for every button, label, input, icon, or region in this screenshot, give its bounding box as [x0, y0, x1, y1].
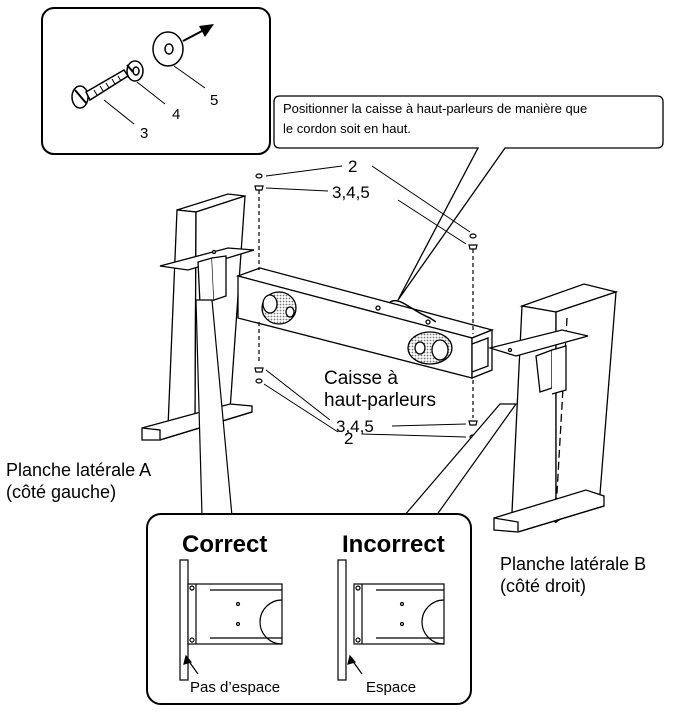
correct-detail-view: [179, 559, 283, 681]
hardware-label-top: 3,4,5: [332, 183, 370, 202]
screw-number: 3: [140, 125, 148, 142]
callout-text-line2: le cordon soit en haut.: [283, 121, 411, 136]
callout-box: [273, 95, 664, 301]
fastener-bottom-left: [254, 322, 264, 384]
side-a-label-line2: (côté gauche): [6, 482, 116, 502]
side-panel-b: [487, 283, 619, 533]
correct-caption: Pas d’espace: [190, 679, 280, 696]
incorrect-caption: Espace: [366, 679, 416, 696]
side-b-label-line1: Planche latérale B: [500, 554, 646, 574]
speaker-box-label-line1: Caisse à: [324, 368, 398, 389]
side-b-label-line2: (côté droit): [500, 576, 586, 596]
lock-washer-number: 4: [172, 106, 180, 123]
hole-label-top: 2: [348, 157, 357, 176]
fastener-top-left: [254, 173, 264, 270]
incorrect-detail-view: [337, 559, 445, 681]
side-a-label-line1: Planche latérale A: [6, 460, 151, 480]
speaker-box: [235, 267, 495, 379]
lock-washer-icon: [126, 60, 144, 82]
callout-text-line1: Positionner la caisse à haut-parleurs de…: [283, 101, 588, 116]
fastener-bottom-right: [468, 380, 478, 440]
fastener-top-right: [468, 233, 478, 334]
flat-washer-icon: [152, 31, 184, 67]
detail-box: Correct Incorrect Pas d’espace: [146, 513, 472, 705]
incorrect-title: Incorrect: [342, 531, 445, 558]
hardware-inset: 3 4 5: [41, 7, 271, 155]
callout-text: Positionner la caisse à haut-parleurs de…: [275, 96, 663, 148]
speaker-cord: [389, 299, 437, 323]
correct-title: Correct: [182, 531, 267, 558]
flat-washer-number: 5: [210, 92, 218, 109]
hole-label-bottom: 2: [344, 429, 353, 448]
speaker-box-label-line2: haut-parleurs: [324, 390, 436, 411]
hardware-label-bottom: 3,4,5: [336, 417, 374, 436]
direction-arrow-icon: [182, 24, 214, 42]
